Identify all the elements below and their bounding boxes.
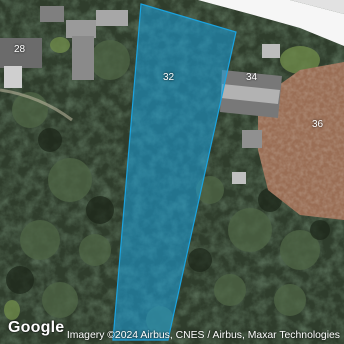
lot-number-32: 32 bbox=[163, 72, 175, 83]
lot-number-36: 36 bbox=[312, 119, 324, 130]
lot-number-28: 28 bbox=[14, 44, 26, 55]
lot-number-34: 34 bbox=[246, 72, 258, 83]
selected-lot-polygon[interactable] bbox=[112, 3, 237, 341]
google-logo: Google bbox=[8, 319, 65, 336]
map-attribution: Imagery ©2024 Airbus, CNES / Airbus, Max… bbox=[66, 330, 340, 341]
